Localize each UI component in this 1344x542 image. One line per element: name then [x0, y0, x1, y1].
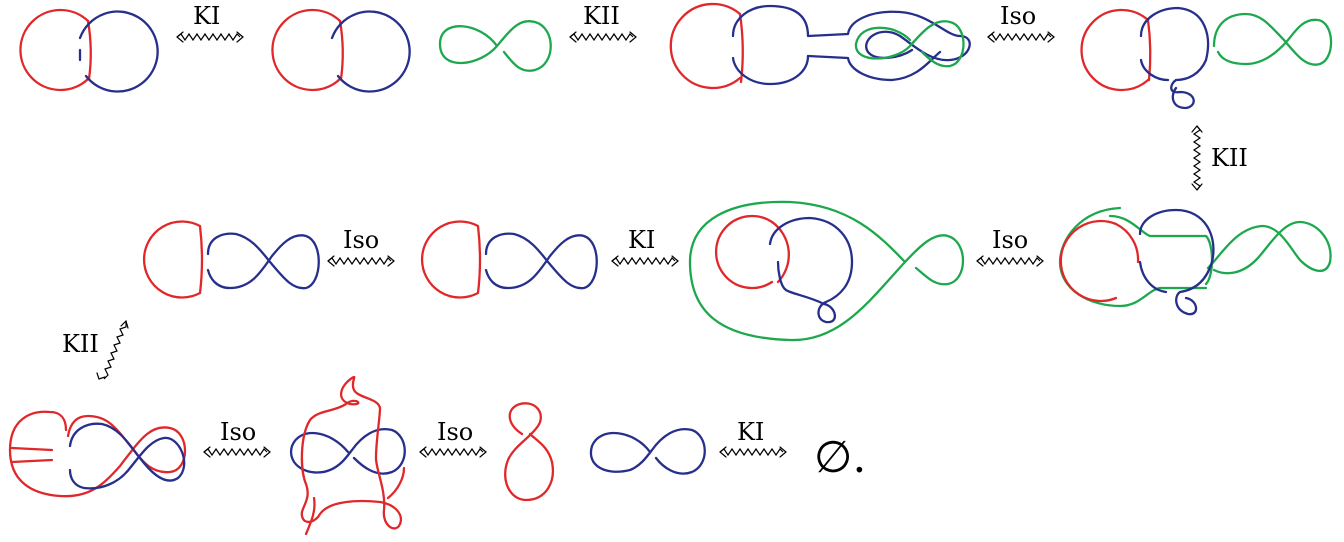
move-arrow-1: KI	[176, 2, 244, 43]
move-arrow-9: Iso	[203, 418, 271, 458]
red-component	[19, 8, 90, 92]
encircled-link-diagram	[1058, 206, 1332, 316]
hopf-with-twist-diagram-2	[142, 220, 320, 299]
red-component	[300, 375, 406, 536]
red-component	[504, 402, 554, 502]
move-arrow-8: KII	[62, 319, 129, 380]
move-label: KII	[62, 330, 99, 358]
red-tangle-diagram	[289, 375, 406, 536]
green-component	[854, 20, 965, 68]
blue-component	[289, 427, 406, 475]
move-arrow-3: Iso	[987, 2, 1055, 43]
squiggle-arrow	[103, 322, 127, 380]
squiggle-arrow	[1192, 125, 1202, 191]
move-label: Iso	[992, 226, 1028, 254]
green-component	[1212, 12, 1333, 66]
blue-component	[78, 10, 159, 93]
red-component-over-strand	[86, 19, 92, 81]
red-component	[1080, 8, 1150, 92]
red-component	[714, 214, 790, 290]
red-component	[8, 410, 186, 498]
move-label: KI	[628, 226, 655, 254]
blue-component	[1139, 6, 1210, 110]
red-component	[1059, 219, 1140, 303]
move-arrow-2: KII	[569, 2, 637, 43]
large-green-loop-diagram	[688, 200, 964, 342]
move-label: Iso	[437, 418, 473, 446]
move-label: Iso	[343, 226, 379, 254]
move-label: KII	[583, 2, 620, 30]
blue-component	[206, 232, 320, 290]
move-label: KI	[737, 418, 764, 446]
squiggle-arrow	[987, 32, 1052, 42]
hopf-link-diagram-2	[271, 8, 411, 93]
hopf-with-twist-diagram-1	[420, 220, 598, 299]
squiggle-arrow	[976, 256, 1041, 266]
handle-slide-diagram	[669, 2, 971, 90]
move-arrow-11: KI	[719, 418, 787, 458]
move-label: KII	[1211, 144, 1248, 172]
blue-component	[1138, 208, 1215, 316]
blue-component	[330, 10, 411, 93]
move-arrow-4: KII	[1191, 125, 1248, 191]
red-component	[669, 2, 742, 90]
squiggle-arrow	[176, 32, 241, 42]
isotoped-link-diagram-1	[1080, 6, 1333, 110]
move-arrow-10: Iso	[419, 418, 487, 458]
red-component	[420, 220, 482, 299]
move-label: Iso	[220, 418, 256, 446]
green-figure-eight-diagram	[438, 19, 552, 72]
move-arrow-5: Iso	[976, 226, 1044, 267]
blue-component	[484, 232, 598, 290]
squiggle-arrow	[327, 256, 392, 266]
move-label: Iso	[1000, 2, 1036, 30]
squiggle-arrow	[719, 447, 784, 457]
squiggle-arrow	[419, 447, 484, 457]
squiggle-arrow	[569, 32, 634, 42]
red-component	[142, 220, 204, 299]
move-label: KI	[193, 2, 220, 30]
squiggle-arrow	[611, 256, 676, 266]
blue-component	[768, 216, 854, 324]
blue-component	[68, 422, 186, 490]
squiggle-arrow	[203, 447, 268, 457]
empty-set-result: ∅.	[814, 432, 866, 483]
move-arrow-6: KI	[611, 226, 679, 267]
hopf-link-diagram-1	[19, 8, 159, 93]
split-unknots-diagram	[504, 402, 706, 502]
blue-component	[731, 4, 971, 82]
green-component	[1058, 206, 1332, 308]
green-component	[438, 19, 552, 72]
handle-slid-red-diagram	[8, 410, 186, 498]
red-component	[271, 8, 342, 92]
blue-component	[589, 427, 706, 475]
green-component	[688, 200, 964, 342]
move-arrow-7: Iso	[327, 226, 395, 267]
